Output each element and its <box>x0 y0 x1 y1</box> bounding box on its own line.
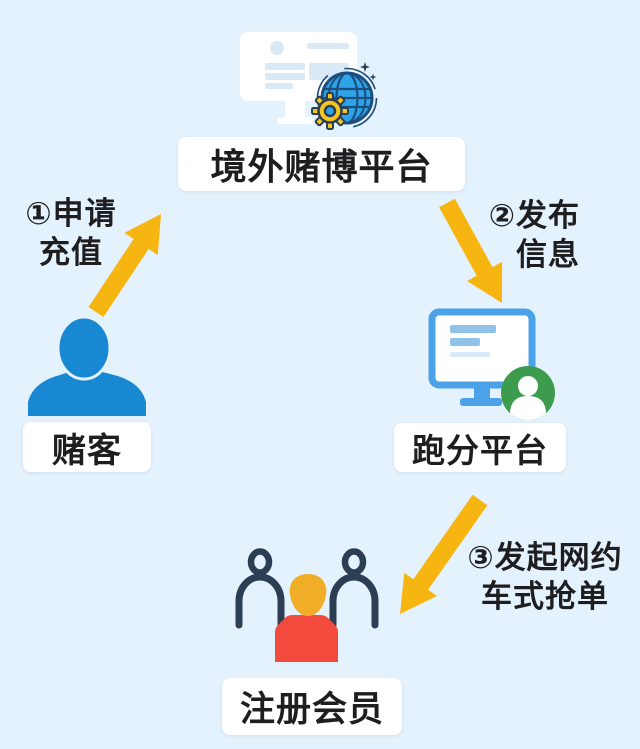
user-badge-icon <box>501 366 555 420</box>
arrow-step-2-icon <box>439 198 503 303</box>
gambler-icon <box>28 315 146 416</box>
monitor-icon <box>428 308 536 406</box>
person-head <box>56 315 112 381</box>
step-2-label: ②发布 信息 <box>458 196 580 274</box>
overseas-platform-icon <box>240 32 378 130</box>
step-1-line-1: ①申请 <box>25 196 117 231</box>
step-1-label: ①申请 充值 <box>16 194 126 272</box>
member-label: 注册会员 <box>222 678 402 735</box>
sparkles-icon <box>360 62 377 81</box>
step-2-line-2: 信息 <box>516 237 580 272</box>
gear-icon <box>311 92 349 130</box>
paofen-platform-icon <box>428 308 555 420</box>
step-3-label: ③发起网约 车式抢单 <box>458 538 632 616</box>
step-1-line-2: 充值 <box>39 235 103 270</box>
member-body <box>275 615 338 662</box>
arrow-step-1-icon <box>88 214 161 317</box>
step-3-line-2: 车式抢单 <box>481 579 609 614</box>
person-body <box>28 369 146 416</box>
member-person-icon <box>275 574 338 662</box>
outline-person-left-icon <box>235 548 285 629</box>
outline-person-right-icon <box>329 548 379 629</box>
step-2-line-1: ②发布 <box>488 198 580 233</box>
member-group-icon <box>235 548 379 662</box>
paofen-platform-label: 跑分平台 <box>394 423 566 472</box>
overseas-platform-label: 境外赌博平台 <box>178 137 465 191</box>
arrow-step-3-icon <box>400 494 488 614</box>
step-3-line-1: ③发起网约 <box>467 540 623 575</box>
member-head <box>289 574 327 616</box>
gambler-label: 赌客 <box>23 422 151 472</box>
